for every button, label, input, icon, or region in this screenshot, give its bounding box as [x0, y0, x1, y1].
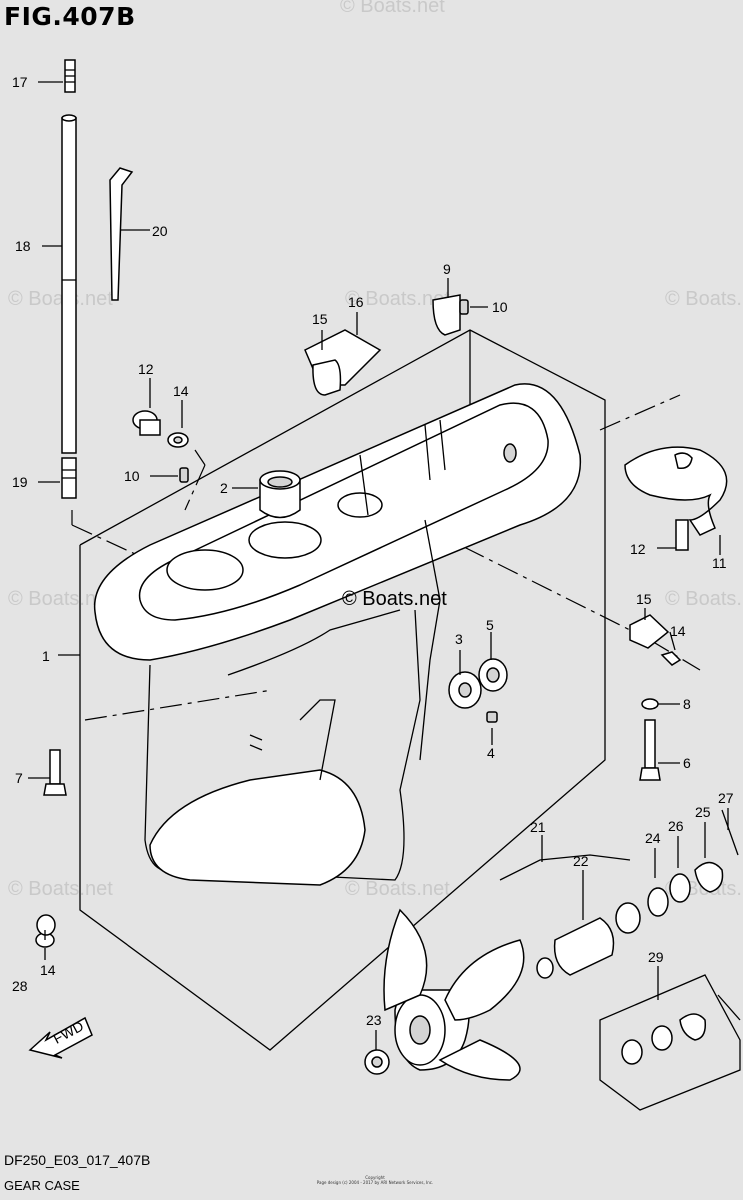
callout-20: 18: [15, 238, 31, 254]
watermark: © Boats.net: [345, 878, 450, 900]
gear-case-housing: [93, 383, 582, 886]
callout-28: 26: [668, 818, 684, 834]
watermark: © Boats.net: [665, 588, 743, 610]
callout-27: 25: [695, 804, 711, 820]
callout-2: 2: [220, 480, 228, 496]
callout-7: 7: [15, 770, 23, 786]
figure-code: DF250_E03_017_407B: [4, 1152, 151, 1168]
callout-30: 28: [12, 978, 28, 994]
callout-29: 27: [718, 790, 734, 806]
callout-11: 11: [712, 555, 727, 571]
callout-26: 24: [645, 830, 661, 846]
watermark: © Boats.net: [340, 0, 445, 17]
callout-19: 17: [12, 74, 28, 90]
callout-4: 4: [487, 745, 495, 761]
shift-rod-parts: [61, 59, 134, 499]
small-parts-top: [132, 294, 469, 483]
callout-21: 19: [12, 474, 28, 490]
watermark: © Boats.net: [345, 288, 450, 310]
propeller: [364, 908, 525, 1081]
callout-5: 5: [486, 617, 494, 633]
callout-18: 16: [348, 294, 364, 310]
callout-14-bottom: 14: [40, 962, 56, 978]
callout-23: 21: [530, 819, 546, 835]
callout-3: 3: [455, 631, 463, 647]
copyright-notice: Copyright Page design (c) 2004 - 2017 by…: [300, 1175, 450, 1185]
callout-6: 6: [683, 755, 691, 771]
watermark: © Boats.net: [8, 878, 113, 900]
callout-16: 14: [670, 623, 686, 639]
callout-10-left: 10: [124, 468, 140, 484]
reference-box: [71, 329, 701, 1051]
callout-17: 15: [312, 311, 328, 327]
watermark: © Boats.net: [665, 288, 743, 310]
trim-tab-anode: [35, 446, 728, 948]
brand-text: © Boats.net: [342, 588, 447, 610]
callout-10-right: 10: [492, 299, 508, 315]
callout-15: 15: [636, 591, 652, 607]
callout-13: 12: [138, 361, 154, 377]
callout-1: 1: [42, 648, 50, 664]
callout-24: 22: [573, 853, 589, 869]
copyright-line: Page design (c) 2004 - 2017 by ARI Netwo…: [316, 1180, 434, 1185]
leader-lines: [28, 81, 729, 1050]
callout-31: 29: [648, 949, 664, 965]
figure-caption: GEAR CASE: [4, 1178, 80, 1193]
callout-labels: 17 18 19 20 1 2 12 14 10 15 16 9 10 3 5 …: [12, 74, 734, 1028]
callout-25: 23: [366, 1012, 382, 1028]
prop-shaft-parts: [448, 658, 741, 1111]
callout-22: 20: [152, 223, 168, 239]
callout-12: 12: [630, 541, 646, 557]
callout-14-top: 14: [173, 383, 189, 399]
watermark: © Boats.net: [8, 588, 113, 610]
callout-8: 8: [683, 696, 691, 712]
figure-title: FIG.407B: [4, 2, 136, 31]
callout-9: 9: [443, 261, 451, 277]
watermark: © Boats.net: [8, 288, 113, 310]
fwd-arrow: FWD: [28, 1016, 93, 1059]
copyright-line: Copyright: [365, 1175, 385, 1180]
